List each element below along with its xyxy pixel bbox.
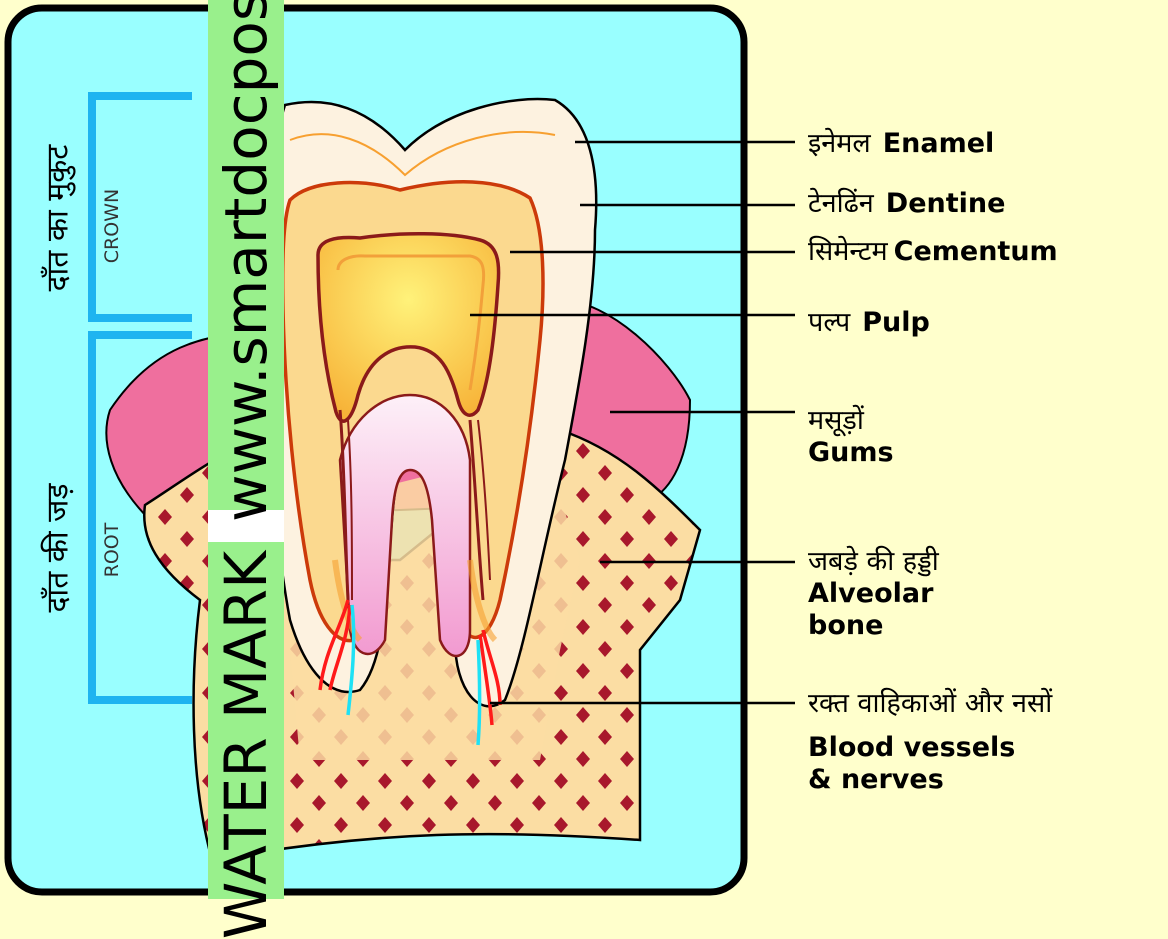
label-cementum-hindi: सिमेन्टम bbox=[808, 236, 888, 267]
label-dentine-hindi: टेनढिंन bbox=[808, 188, 874, 219]
watermark-mark: WATER MARK bbox=[212, 551, 280, 939]
label-alveolar-bone-english: Alveolar bone bbox=[808, 578, 968, 642]
label-blood-vessels-english: Blood vessels & nerves bbox=[808, 732, 1038, 796]
label-alveolar-bone-hindi: जबड़े की हड्डी bbox=[808, 546, 1108, 578]
label-pulp: पल्प Pulp bbox=[808, 307, 930, 339]
label-dentine-english: Dentine bbox=[886, 188, 1006, 219]
label-enamel-english: Enamel bbox=[883, 128, 995, 159]
label-alveolar-bone: जबड़े की हड्डी Alveolar bone bbox=[808, 546, 1108, 642]
label-gums-english: Gums bbox=[808, 437, 894, 469]
label-cementum-english: Cementum bbox=[894, 236, 1058, 267]
label-gums: मसूड़ों Gums bbox=[808, 405, 894, 469]
crown-label-hindi: दाँत का मुकुट bbox=[36, 145, 77, 292]
label-enamel: इनेमल Enamel bbox=[808, 128, 994, 160]
label-enamel-hindi: इनेमल bbox=[808, 128, 871, 159]
root-label-english: ROOT bbox=[101, 523, 123, 578]
label-blood-vessels: रक्त वाहिकाओं और नसों Blood vessels & ne… bbox=[808, 688, 1163, 796]
label-gums-hindi: मसूड़ों bbox=[808, 405, 894, 437]
label-blood-vessels-hindi: रक्त वाहिकाओं और नसों bbox=[808, 688, 1163, 720]
label-dentine: टेनढिंन Dentine bbox=[808, 188, 1005, 220]
root-label-hindi: दाँत की जड़ bbox=[36, 484, 77, 613]
label-pulp-english: Pulp bbox=[862, 307, 930, 338]
watermark-url: www.smartdocpost bbox=[212, 0, 280, 522]
label-pulp-hindi: पल्प bbox=[808, 307, 850, 338]
crown-label-english: CROWN bbox=[101, 189, 123, 263]
